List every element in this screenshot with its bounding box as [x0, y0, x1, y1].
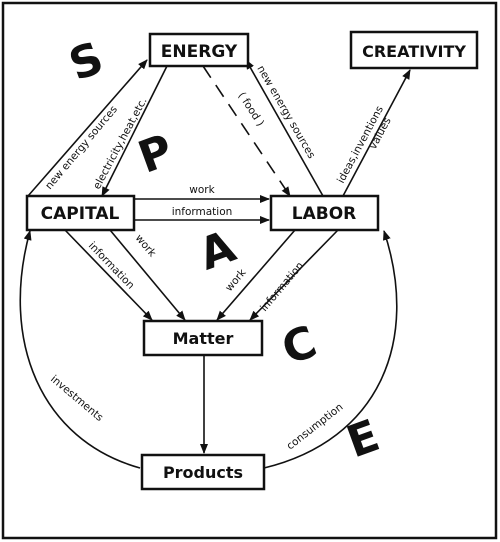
- node-energy: ENERGY: [148, 32, 250, 68]
- label-labor-information: information: [258, 260, 306, 314]
- label-food: ( food ): [235, 90, 266, 128]
- node-labor: LABOR: [269, 194, 380, 232]
- edge-labor-to-energy: [245, 59, 324, 197]
- edge-products-to-capital: [19, 230, 141, 469]
- node-creativity-label: CREATIVITY: [362, 42, 466, 61]
- label-investments: investments: [48, 373, 105, 424]
- node-capital-label: CAPITAL: [41, 204, 120, 224]
- space-letter-e: E: [340, 410, 386, 468]
- edge-products-to-labor: [263, 230, 398, 469]
- node-capital: CAPITAL: [25, 194, 136, 232]
- label-work-top: work: [189, 184, 215, 196]
- node-matter: Matter: [142, 319, 264, 357]
- space-letter-c: C: [275, 316, 323, 375]
- node-matter-label: Matter: [173, 329, 234, 348]
- label-new-energy-sources-right: new energy sources: [254, 64, 317, 161]
- node-products: Products: [140, 453, 266, 491]
- node-products-label: Products: [163, 463, 243, 482]
- edge-labor-to-matter-information: [249, 229, 339, 321]
- node-creativity: CREATIVITY: [349, 30, 479, 70]
- label-capital-work: work: [133, 232, 159, 260]
- edge-labor-to-matter-work: [216, 229, 296, 321]
- edge-capital-to-matter-information: [64, 229, 153, 321]
- label-consumption: consumption: [284, 401, 345, 452]
- edge-energy-to-capital: [101, 65, 168, 197]
- space-letter-p: P: [132, 125, 180, 184]
- edge-capital-to-matter-work: [109, 229, 186, 321]
- label-capital-information: information: [86, 240, 137, 292]
- node-energy-label: ENERGY: [161, 42, 238, 62]
- edge-energy-to-labor-food: [202, 65, 291, 197]
- label-new-energy-sources-left: new energy sources: [43, 104, 120, 192]
- edge-capital-to-energy: [27, 59, 148, 197]
- node-labor-label: LABOR: [292, 204, 357, 224]
- space-letter-s: S: [63, 33, 110, 92]
- label-information-mid: information: [172, 206, 233, 218]
- edge-labor-to-creativity: [342, 69, 411, 197]
